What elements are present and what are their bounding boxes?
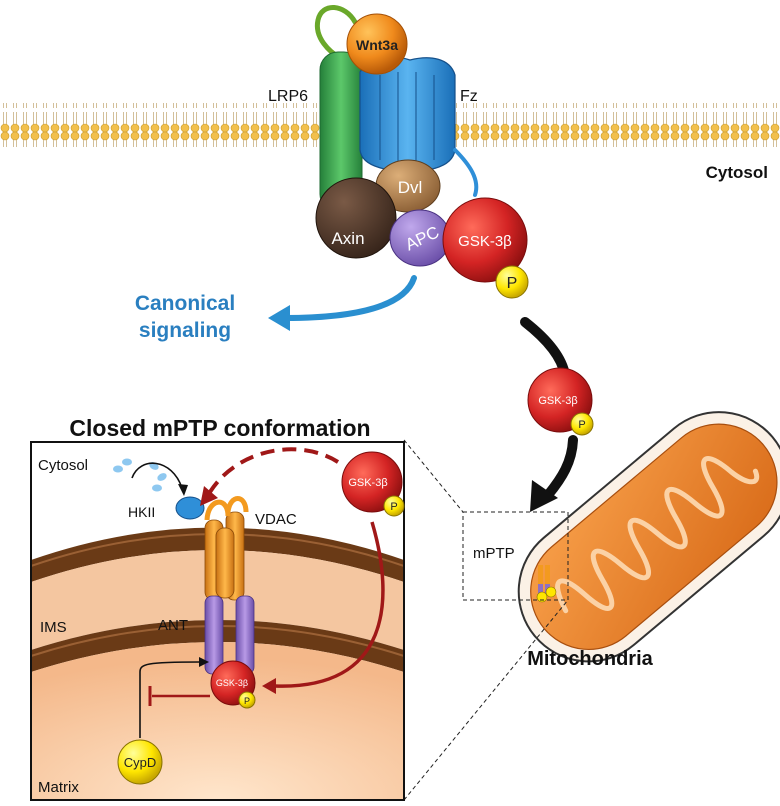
hkii-bind-arrow (131, 462, 183, 489)
translocation-arrowhead (530, 480, 558, 512)
phospho-translocating-label: P (578, 419, 585, 431)
gsk-to-ant-arrowhead (262, 678, 276, 694)
gsk-to-ant-arrow (274, 521, 385, 688)
phospho-free (383, 495, 405, 517)
canonical-label-line2: signaling (139, 319, 231, 342)
mptp-label: mPTP (473, 545, 515, 562)
wnt3a-ligand (346, 13, 408, 75)
ant (204, 595, 255, 675)
wnt3a-label: Wnt3a (356, 37, 398, 53)
cypd-label: CypD (124, 755, 157, 770)
gsk3b-free-label: GSK-3β (348, 477, 387, 489)
gsk3b-complex-label: GSK-3β (458, 233, 512, 250)
hkii-bind-arrowhead (178, 484, 188, 496)
ant-label: ANT (158, 617, 188, 634)
zoom-connector-top (403, 439, 464, 513)
gsk-to-hkii-dashed-arrow (208, 447, 340, 494)
dishevelled-label: Dvl (398, 178, 423, 197)
mitochondria-label: Mitochondria (527, 648, 653, 670)
cypd (117, 739, 163, 785)
translocation-arrow-upper (520, 317, 570, 380)
zoom-connector-bottom (403, 599, 569, 801)
phospho-top (495, 265, 529, 299)
mptp-small (536, 565, 557, 603)
inset-title: Closed mPTP conformation (69, 415, 370, 441)
phospho-free-label: P (390, 501, 397, 513)
cypd-arrowhead (199, 657, 209, 667)
cytosol-top-label: Cytosol (706, 163, 768, 182)
gsk3b-free (341, 451, 403, 513)
vdac-label: VDAC (255, 511, 297, 528)
frizzled-label: Fz (460, 88, 478, 105)
hkii-label: HKII (128, 504, 155, 520)
axin (315, 177, 397, 259)
vdac (204, 496, 249, 601)
gsk-to-hkii-arrowhead (200, 486, 218, 506)
phospho-translocating (570, 412, 594, 436)
zoom-box (462, 511, 569, 601)
axin-label: Axin (331, 229, 364, 248)
ims-label: IMS (40, 619, 67, 636)
phospho-top-label: P (507, 275, 518, 292)
frizzled-receptor (359, 56, 479, 197)
lrp6-label: LRP6 (268, 88, 308, 105)
phospho-bound-label: P (244, 696, 250, 706)
canonical-arrowhead (268, 305, 290, 331)
gsk3b-translocating-label: GSK-3β (538, 395, 577, 407)
translocation-arrow-lower (543, 435, 578, 500)
inset-cytosol-label: Cytosol (38, 457, 88, 474)
canonical-arrow (282, 275, 417, 321)
matrix-label: Matrix (38, 779, 79, 796)
hkii (175, 496, 205, 520)
glucose-molecules (113, 458, 167, 492)
gsk3b-complex (442, 197, 528, 283)
mitochondrion (517, 411, 780, 663)
gsk3b-bound-label: GSK-3β (216, 678, 248, 688)
cypd-arrow (139, 661, 201, 738)
canonical-label-line1: Canonical (135, 292, 235, 315)
phospho-bound (238, 691, 256, 709)
